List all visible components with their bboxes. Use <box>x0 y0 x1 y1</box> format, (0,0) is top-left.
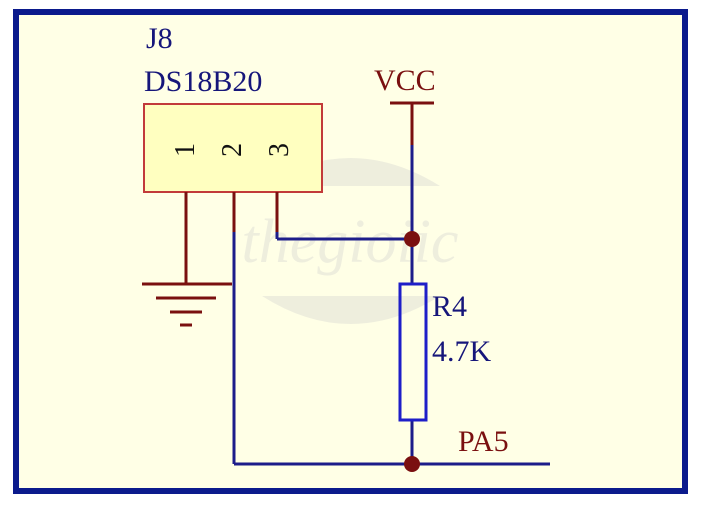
resistor-ref: R4 <box>432 290 467 323</box>
pin-number-1: 1 <box>170 143 201 157</box>
pin-number-2: 2 <box>217 143 248 157</box>
watermark-arc-bottom <box>262 296 440 324</box>
connector-ref: J8 <box>146 22 173 55</box>
connector-part-name: DS18B20 <box>144 65 262 98</box>
junction-dot-pa5 <box>404 456 420 472</box>
net-label-pa5: PA5 <box>458 425 509 458</box>
junction-dot-vcc <box>404 231 420 247</box>
vcc-label: VCC <box>374 64 436 97</box>
vcc-power-port <box>390 101 434 145</box>
connector-body <box>143 103 323 193</box>
resistor-body <box>398 282 428 422</box>
resistor-value: 4.7K <box>432 335 492 368</box>
watermark-text: thegioiic <box>242 208 459 276</box>
schematic-frame <box>13 9 688 494</box>
pin-number-3: 3 <box>264 143 295 157</box>
ground-symbol <box>142 282 232 327</box>
